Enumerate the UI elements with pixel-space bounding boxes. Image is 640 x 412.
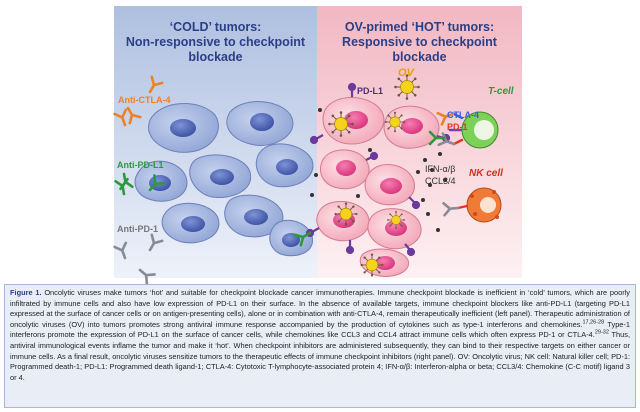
anti-ctla4-label: Anti-CTLA-4: [118, 95, 171, 105]
virus-icon: [386, 210, 406, 230]
hot-title-line1: OV-primed ‘HOT’ tumors:: [344, 20, 495, 34]
hot-panel-title: OV-primed ‘HOT’ tumors: Responsive to ch…: [317, 20, 522, 65]
cold-title-line1: ‘COLD’ tumors:: [169, 20, 262, 34]
cold-cell-nuclei: [149, 113, 300, 247]
cold-title-line2: Non-responsive to checkpoint: [125, 35, 306, 49]
hot-title-line2: Responsive to checkpoint blockade: [342, 35, 497, 64]
caption-ref2: 29-32: [594, 329, 609, 336]
ctla4-label: CTLA-4: [447, 110, 479, 120]
ov-label: OV: [398, 67, 414, 79]
anti-pd1-label: Anti-PD-1: [117, 224, 158, 234]
tcell-label: T-cell: [488, 86, 514, 97]
illustration-canvas: [113, 6, 522, 284]
nkcell-label: NK cell: [469, 168, 503, 179]
virus-icon: [360, 253, 384, 277]
virus-icon: [327, 110, 355, 138]
caption-text-part2: Type-1 interferons promote the expressio…: [10, 319, 630, 340]
cytokine-dots: [310, 108, 447, 232]
cold-tumor-cells: [134, 101, 314, 257]
t-cell-icon: [448, 111, 499, 149]
anti-pdl1-label: Anti-PD-L1: [117, 160, 164, 170]
pd1-label: PD-1: [447, 122, 468, 132]
cold-panel-title: ‘COLD’ tumors: Non-responsive to checkpo…: [114, 20, 317, 65]
caption-text-part1: Oncolytic viruses make tumors ‘hot’ and …: [10, 288, 630, 329]
ccl-label: CCL3/4: [425, 176, 456, 186]
cold-title-line3: blockade: [188, 50, 243, 64]
caption-figure-label: Figure 1.: [10, 288, 42, 297]
pdl1-receptors: [305, 82, 451, 257]
caption-ref1: 17,26-28: [582, 319, 605, 326]
virus-icon: [334, 202, 358, 226]
nk-cell-icon: [456, 187, 502, 223]
virus-icon: [384, 111, 406, 133]
pdl1-label: PD-L1: [357, 86, 384, 96]
caption-text-part3: Thus, antiviral immunological events inf…: [10, 330, 631, 382]
figure-caption: Figure 1. Oncolytic viruses make tumors …: [4, 284, 636, 408]
ifn-label: IFN-α/β: [425, 164, 456, 174]
